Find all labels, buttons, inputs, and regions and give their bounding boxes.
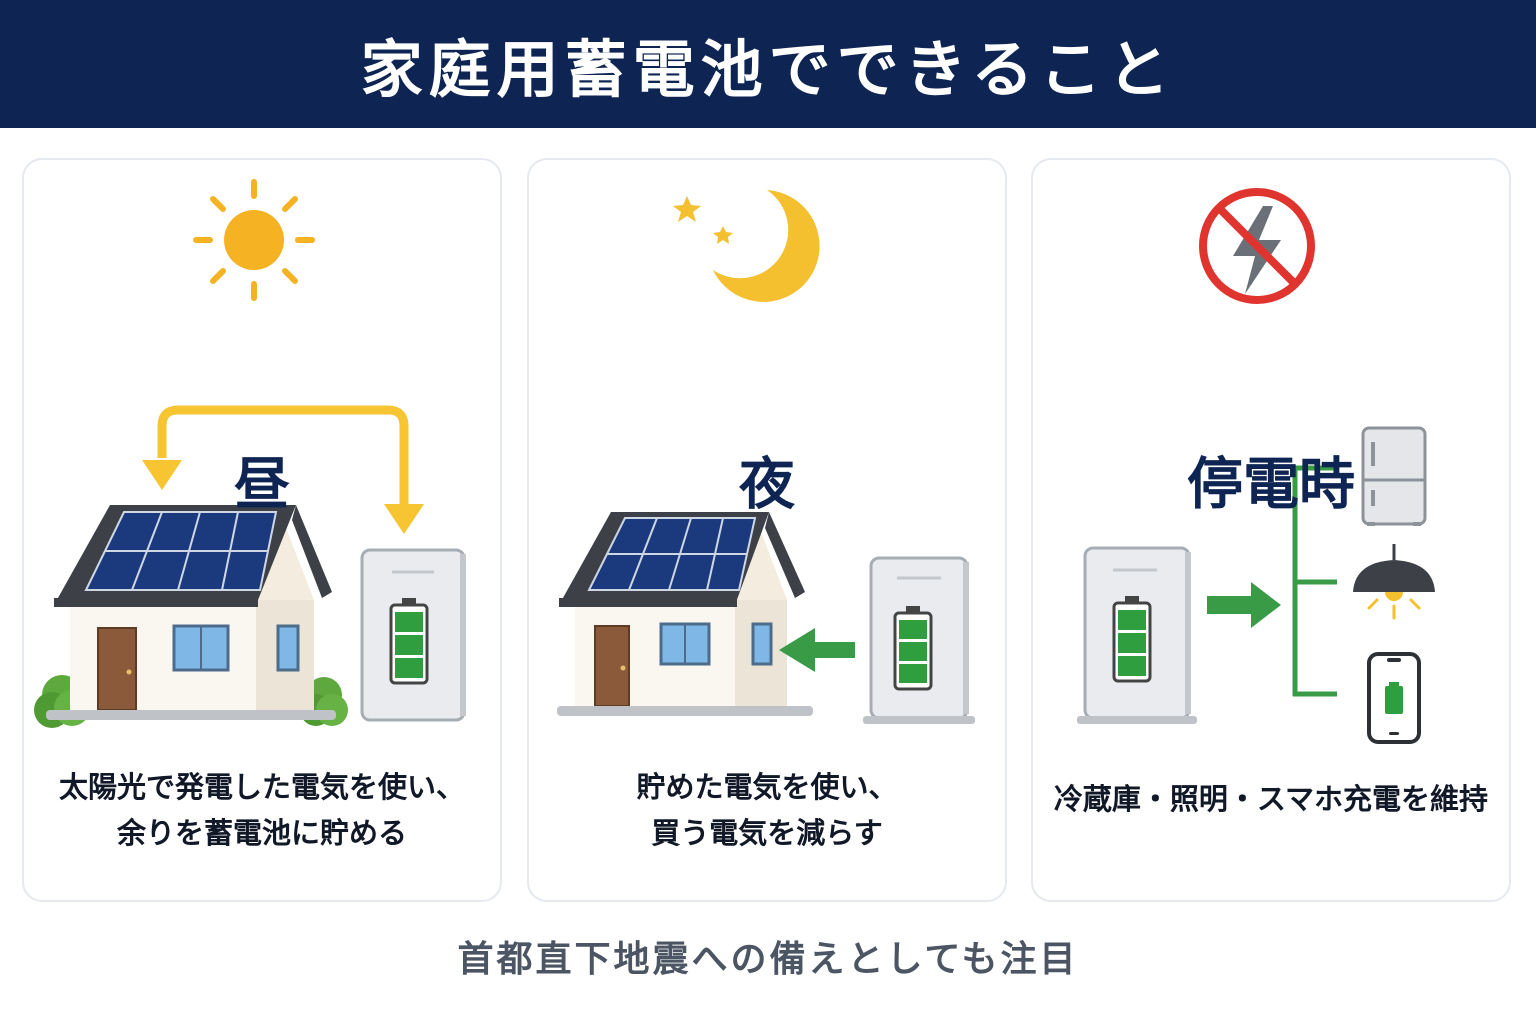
home-battery-unit xyxy=(1077,546,1197,724)
header-bar: 家庭用蓄電池でできること xyxy=(0,0,1536,128)
no-power-icon xyxy=(1199,188,1315,304)
home-battery-unit xyxy=(360,548,466,722)
supply-arrow xyxy=(1207,582,1281,628)
desc-line: 余りを蓄電池に貯める xyxy=(116,816,407,850)
smartphone-icon xyxy=(1367,652,1421,744)
panel-desc-outage: 冷蔵庫・照明・スマホ充電を維持 xyxy=(1033,776,1509,822)
desc-line: 冷蔵庫・照明・スマホ充電を維持 xyxy=(1053,782,1489,816)
distribution-bracket xyxy=(1292,465,1337,697)
page-title: 家庭用蓄電池でできること xyxy=(360,33,1176,106)
panel-title-night: 夜 xyxy=(739,452,795,518)
desc-line: 買う電気を減らす xyxy=(651,816,883,850)
panel-title-daytime: 昼 xyxy=(234,452,290,518)
house-with-solar xyxy=(557,512,813,716)
star-icon xyxy=(673,196,733,244)
desc-line: 太陽光で発電した電気を使い、 xyxy=(58,770,465,804)
refrigerator-icon xyxy=(1361,426,1427,526)
desc-line: 貯めた電気を使い、 xyxy=(636,770,898,804)
footer-note: 首都直下地震への備えとしても注目 xyxy=(457,939,1079,980)
daytime-illustration xyxy=(34,179,466,728)
panel-daytime: 昼 太陽光で発電した電気を使い、 余りを蓄電池に貯める xyxy=(22,158,502,902)
outage-illustration xyxy=(1077,188,1435,744)
night-illustration xyxy=(557,190,975,724)
home-battery-unit xyxy=(863,556,975,724)
house-with-solar xyxy=(46,505,336,720)
panel-outage: 停電時 冷蔵庫・照明・スマホ充電を維持 xyxy=(1031,158,1511,902)
solar-flow-arrow xyxy=(142,405,424,534)
panel-title-outage: 停電時 xyxy=(1187,452,1355,518)
ceiling-lamp-icon xyxy=(1353,544,1435,620)
panel-night: 夜 貯めた電気を使い、 買う電気を減らす xyxy=(527,158,1007,902)
panel-desc-night: 貯めた電気を使い、 買う電気を減らす xyxy=(529,764,1005,856)
moon-icon xyxy=(713,190,820,302)
sun-icon xyxy=(193,179,315,301)
discharge-arrow xyxy=(779,628,855,672)
panel-desc-daytime: 太陽光で発電した電気を使い、 余りを蓄電池に貯める xyxy=(24,764,500,856)
